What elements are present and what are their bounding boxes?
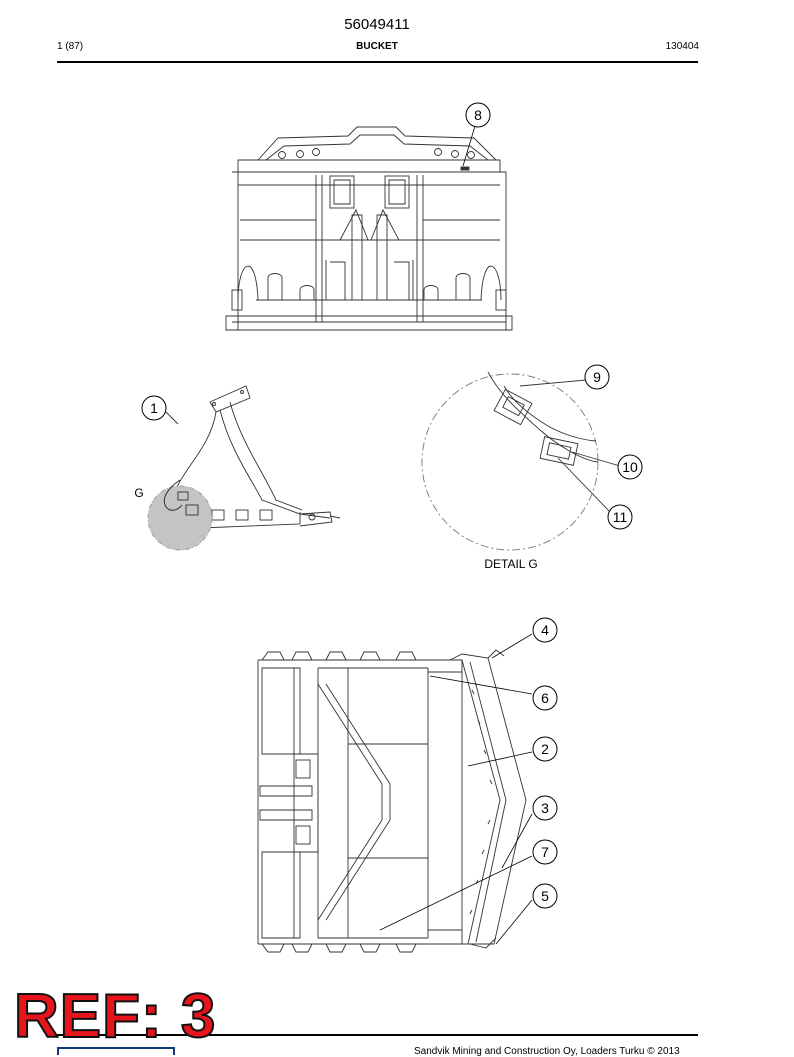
svg-text:2: 2 [541, 741, 549, 757]
callout-10: 10 [617, 454, 643, 480]
svg-text:6: 6 [541, 690, 549, 706]
callout-6: 6 [532, 685, 558, 711]
callout-9: 9 [584, 364, 610, 390]
callout-8: 8 [465, 102, 491, 128]
bucket-rear-view [225, 126, 513, 331]
bucket-side-view [147, 385, 341, 551]
callout-4: 4 [532, 617, 558, 643]
callout-7: 7 [532, 839, 558, 865]
svg-text:3: 3 [541, 800, 549, 816]
document-number: 56049411 [344, 16, 410, 33]
brand-logo [57, 1047, 175, 1055]
callout-11: 11 [607, 504, 633, 530]
svg-text:7: 7 [541, 844, 549, 860]
detail-g-view [421, 371, 621, 551]
header-rule [57, 61, 698, 63]
callout-2: 2 [532, 736, 558, 762]
callout-3: 3 [532, 795, 558, 821]
page-counter: 1 (87) [57, 41, 84, 52]
svg-text:4: 4 [541, 622, 549, 638]
revision-code: 130404 [665, 41, 699, 52]
svg-text:1: 1 [150, 400, 158, 416]
svg-text:8: 8 [474, 107, 482, 123]
svg-text:5: 5 [541, 888, 549, 904]
svg-text:11: 11 [613, 509, 628, 525]
callout-5: 5 [532, 883, 558, 909]
footer-copyright: Sandvik Mining and Construction Oy, Load… [414, 1046, 680, 1057]
bucket-plan-view [257, 649, 527, 953]
page-title: BUCKET [356, 41, 398, 52]
callout-1: 1 [141, 395, 167, 421]
leader-lines [379, 125, 533, 945]
detail-g-title: DETAIL G [484, 557, 537, 571]
detail-g-marker: G [134, 486, 143, 500]
footer-rule [57, 1034, 698, 1036]
svg-text:10: 10 [622, 459, 638, 475]
ref-stamp: REF: 3 [13, 982, 217, 1051]
svg-text:9: 9 [593, 369, 601, 385]
